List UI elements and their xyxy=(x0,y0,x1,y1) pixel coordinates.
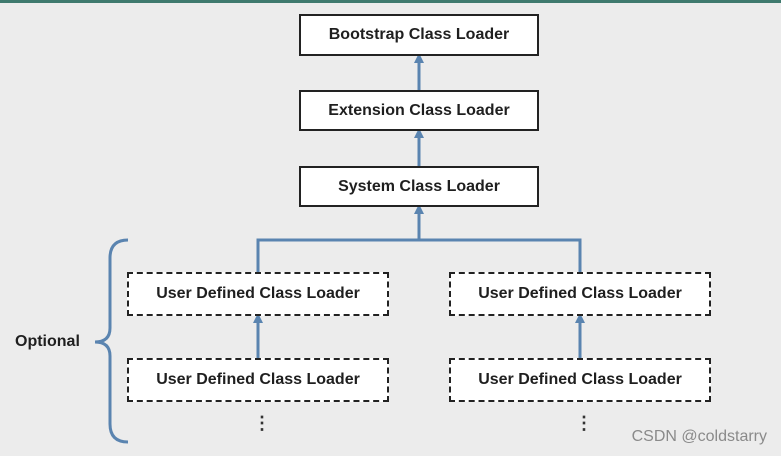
user-defined-class-loader-label: User Defined Class Loader xyxy=(478,371,682,388)
system-class-loader-box: System Class Loader xyxy=(299,166,539,207)
user-defined-class-loader-box-left-top: User Defined Class Loader xyxy=(127,272,389,316)
user-defined-class-loader-box-right-top: User Defined Class Loader xyxy=(449,272,711,316)
extension-class-loader-box: Extension Class Loader xyxy=(299,90,539,131)
extension-class-loader-label: Extension Class Loader xyxy=(328,101,510,119)
continuation-dots-left: ⋮ xyxy=(253,413,271,433)
bootstrap-class-loader-label: Bootstrap Class Loader xyxy=(328,26,510,43)
optional-brace xyxy=(94,238,129,444)
continuation-dots-right: ⋮ xyxy=(575,413,593,433)
watermark: CSDN @coldstarry xyxy=(631,428,767,445)
optional-label: Optional xyxy=(15,333,80,350)
system-class-loader-label: System Class Loader xyxy=(338,177,500,195)
user-defined-class-loader-label: User Defined Class Loader xyxy=(156,371,360,388)
user-defined-class-loader-label: User Defined Class Loader xyxy=(478,285,682,302)
user-defined-class-loader-label: User Defined Class Loader xyxy=(156,285,360,302)
user-defined-class-loader-box-left-bottom: User Defined Class Loader xyxy=(127,358,389,402)
branch-user-to-system xyxy=(256,238,582,272)
user-defined-class-loader-box-right-bottom: User Defined Class Loader xyxy=(449,358,711,402)
top-accent-bar xyxy=(0,0,781,3)
bootstrap-class-loader-box: Bootstrap Class Loader xyxy=(299,14,539,56)
